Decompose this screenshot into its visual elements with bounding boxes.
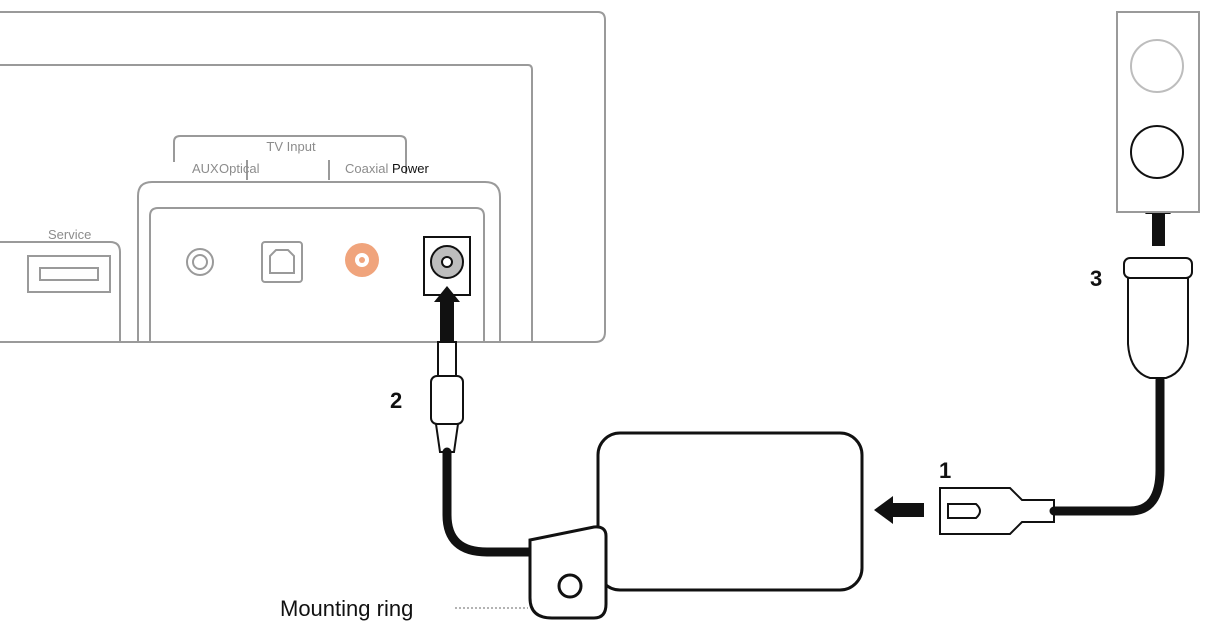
mounting-ring-hole [557, 573, 583, 599]
panel-recess-upper [0, 64, 533, 342]
mains-plug-icon [1123, 257, 1193, 379]
outlet-socket-upper [1130, 39, 1184, 93]
step-3-label: 3 [1090, 266, 1102, 291]
io-panel-inner [149, 207, 485, 342]
optical-port [261, 241, 303, 283]
power-adapter-icon [528, 431, 864, 620]
adapter-body [596, 431, 864, 592]
ac-cable [1049, 375, 1165, 516]
mounting-ring-label: Mounting ring [280, 596, 413, 621]
soundbar-outline [0, 11, 606, 343]
tv-input-bracket [173, 135, 407, 174]
aux-port [186, 248, 214, 276]
service-label: Service [48, 227, 91, 242]
wall-outlet-icon [1116, 11, 1200, 213]
mounting-ring-bracket [528, 525, 608, 620]
soundbar-rear-panel [0, 11, 606, 343]
coaxial-port [345, 243, 379, 277]
dc-cable [442, 447, 557, 557]
outlet-socket-lower [1130, 125, 1184, 179]
step-2-label: 2 [390, 388, 402, 413]
io-panel-outer [137, 181, 501, 342]
arrow-into-adapter-icon [874, 496, 924, 524]
service-recess [0, 241, 121, 342]
dc-barrel-plug-icon [430, 341, 464, 453]
tv-input-label: TV Input [266, 139, 316, 154]
coaxial-label: Coaxial [345, 161, 388, 176]
aux-label: AUX [192, 161, 219, 176]
arrow-into-power-port-icon [434, 286, 460, 342]
power-label: Power [392, 161, 430, 176]
ac-coupler-icon [939, 487, 1055, 535]
service-port [27, 255, 111, 293]
step-1-label: 1 [939, 458, 951, 483]
optical-label: Optical [219, 161, 260, 176]
power-port [423, 236, 471, 296]
